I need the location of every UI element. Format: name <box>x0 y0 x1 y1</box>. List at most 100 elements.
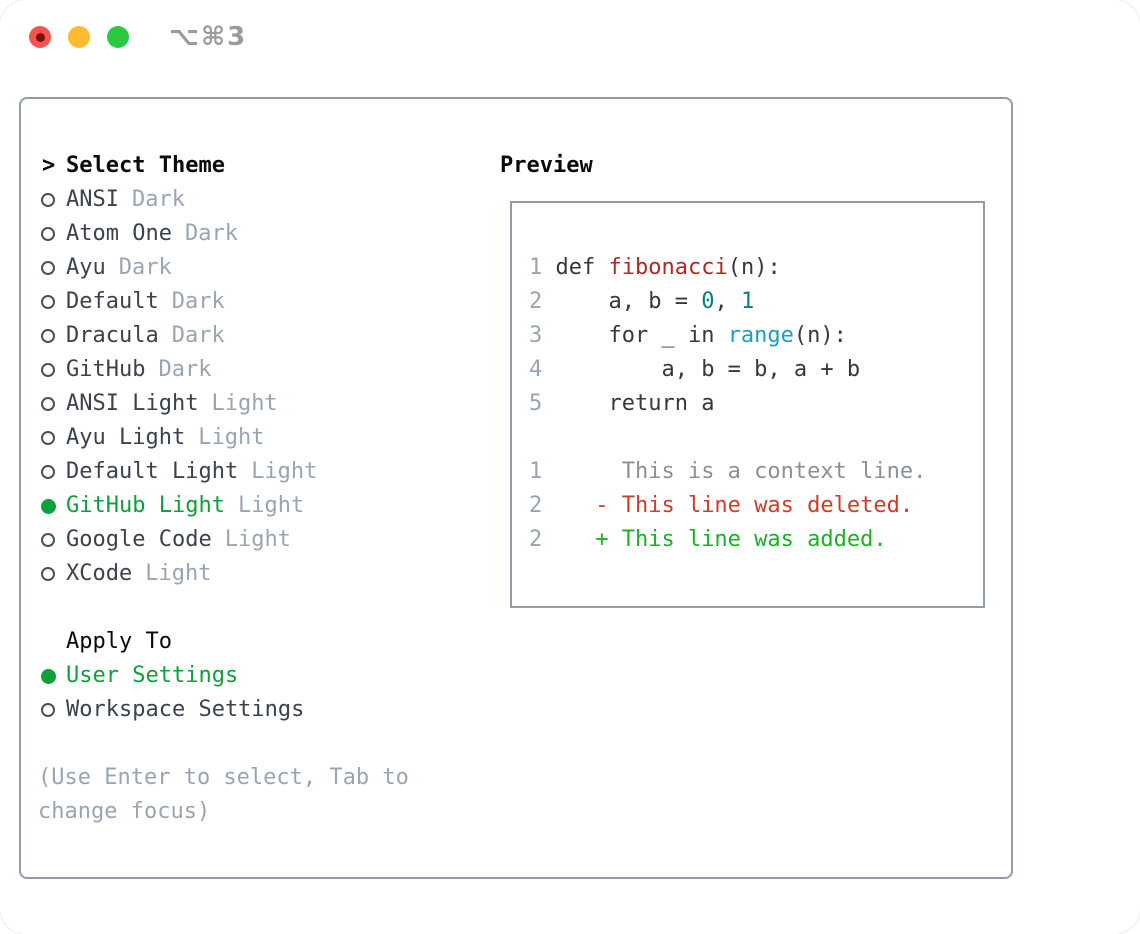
code-segment-num: 0 <box>701 289 715 314</box>
code-segment-added: + This line was added. <box>542 527 887 552</box>
theme-name: GitHub <box>66 357 146 382</box>
radio-icon <box>41 227 55 241</box>
section-gap <box>38 591 468 625</box>
code-segment-plain: a, b = <box>542 289 702 314</box>
close-button[interactable] <box>29 26 51 48</box>
line-number: 4 <box>529 357 543 382</box>
window-shortcut-label: ⌥⌘3 <box>169 22 248 52</box>
radio-icon <box>41 329 55 343</box>
preview-line: 5 return a <box>529 387 983 421</box>
code-segment-plain: a, b = b, a + b <box>542 357 861 382</box>
theme-option-atom-one[interactable]: Atom One Dark <box>38 217 468 251</box>
radio-icon <box>41 261 55 275</box>
theme-variant-badge: Light <box>211 391 278 416</box>
apply-option-workspace-settings[interactable]: Workspace Settings <box>38 693 468 727</box>
preview-line: 1 def fibonacci(n): <box>529 251 983 285</box>
theme-name: Google Code <box>66 527 212 552</box>
apply-to-title: Apply To <box>66 629 172 654</box>
code-segment-plain: , <box>714 289 741 314</box>
theme-name: Atom One <box>66 221 172 246</box>
theme-name: XCode <box>66 561 133 586</box>
radio-icon <box>41 703 55 717</box>
zoom-button[interactable] <box>107 26 129 48</box>
theme-option-ansi-light[interactable]: ANSI Light Light <box>38 387 468 421</box>
theme-name: Dracula <box>66 323 159 348</box>
line-number: 2 <box>529 527 543 552</box>
close-dot-icon <box>35 32 45 42</box>
preview-line: 1 This is a context line. <box>529 455 983 489</box>
titlebar: ⌥⌘3 <box>0 0 1140 74</box>
theme-variant-badge: Light <box>198 425 265 450</box>
theme-option-xcode[interactable]: XCode Light <box>38 557 468 591</box>
theme-name: Ayu <box>66 255 106 280</box>
code-segment-builtin: range <box>727 323 794 348</box>
code-segment-context: This is a context line. <box>542 459 927 484</box>
theme-option-github-light[interactable]: GitHub Light Light <box>38 489 468 523</box>
code-segment-deleted: - This line was deleted. <box>542 493 914 518</box>
theme-option-default[interactable]: Default Dark <box>38 285 468 319</box>
radio-icon <box>41 567 55 581</box>
line-number: 2 <box>529 493 543 518</box>
theme-name: ANSI <box>66 187 119 212</box>
minimize-button[interactable] <box>68 26 90 48</box>
line-number: 1 <box>529 255 543 280</box>
theme-variant-badge: Light <box>251 459 318 484</box>
select-theme-header: > Select Theme <box>38 149 468 183</box>
preview-line: 2 a, b = 0, 1 <box>529 285 983 319</box>
radio-selected-icon <box>41 498 56 514</box>
theme-name: Ayu Light <box>66 425 186 450</box>
theme-option-ayu-light[interactable]: Ayu Light Light <box>38 421 468 455</box>
line-number: 5 <box>529 391 543 416</box>
preview-line: 2 - This line was deleted. <box>529 489 983 523</box>
radio-icon <box>41 397 55 411</box>
apply-to-header: Apply To <box>38 625 468 659</box>
code-segment-func: fibonacci <box>608 255 728 280</box>
theme-name: ANSI Light <box>66 391 199 416</box>
preview-line: 2 + This line was added. <box>529 523 983 557</box>
radio-icon <box>41 431 55 445</box>
preview-title: Preview <box>500 153 593 178</box>
radio-selected-icon <box>41 668 56 684</box>
theme-variant-badge: Dark <box>118 255 172 280</box>
apply-option-user-settings[interactable]: User Settings <box>38 659 468 693</box>
radio-icon <box>41 465 55 479</box>
radio-icon <box>41 295 55 309</box>
theme-name: GitHub Light <box>66 493 225 518</box>
section-gap <box>38 727 468 761</box>
theme-variant-badge: Dark <box>171 289 225 314</box>
line-number: 3 <box>529 323 543 348</box>
theme-variant-badge: Dark <box>171 323 225 348</box>
theme-name: Default <box>66 289 159 314</box>
code-segment-plain: return a <box>542 391 715 416</box>
preview-line: 3 for _ in range(n): <box>529 319 983 353</box>
code-segment-plain: def <box>542 255 609 280</box>
radio-icon <box>41 533 55 547</box>
radio-icon <box>41 363 55 377</box>
theme-variant-badge: Dark <box>184 221 238 246</box>
theme-option-dracula[interactable]: Dracula Dark <box>38 319 468 353</box>
apply-option-label: User Settings <box>66 663 239 688</box>
theme-variant-badge: Light <box>145 561 212 586</box>
theme-variant-badge: Light <box>224 527 291 552</box>
radio-icon <box>41 193 55 207</box>
preview-line: 4 a, b = b, a + b <box>529 353 983 387</box>
line-number: 1 <box>529 459 543 484</box>
theme-option-google-code[interactable]: Google Code Light <box>38 523 468 557</box>
theme-option-ayu[interactable]: Ayu Dark <box>38 251 468 285</box>
panel-title: Select Theme <box>66 153 225 178</box>
code-segment-plain: (n): <box>793 323 847 348</box>
help-text: (Use Enter to select, Tab to change focu… <box>38 765 409 824</box>
line-number: 2 <box>529 289 543 314</box>
theme-variant-badge: Light <box>237 493 305 518</box>
code-segment-plain: for _ in <box>542 323 728 348</box>
